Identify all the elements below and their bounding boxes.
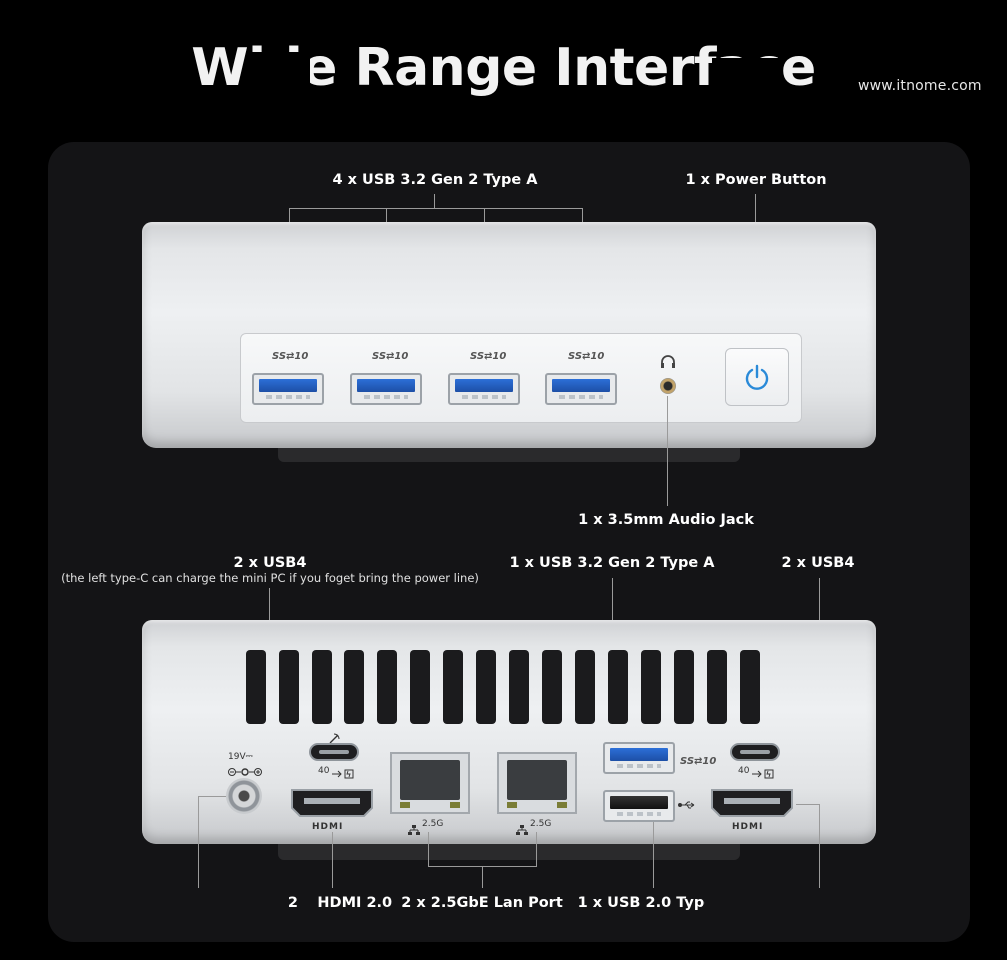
usb-icon bbox=[678, 795, 696, 809]
power-button[interactable] bbox=[725, 348, 789, 406]
usb4-speed-caption: 40 bbox=[318, 766, 330, 776]
callout-line bbox=[653, 822, 654, 888]
callout-line bbox=[536, 832, 537, 866]
callout-line bbox=[667, 396, 668, 506]
callout-line bbox=[482, 866, 483, 888]
callout-line bbox=[434, 194, 435, 208]
label-lan: 2 x 2.5GbE Lan Port bbox=[401, 895, 563, 911]
rear-usb4-port-right[interactable] bbox=[730, 743, 780, 761]
rear-hdmi-port-right[interactable] bbox=[710, 788, 794, 818]
site-url: www.itnome.com bbox=[858, 78, 982, 94]
power-icon bbox=[745, 364, 769, 390]
label-crop bbox=[705, 890, 753, 916]
label-usb4-left-note: (the left type-C can charge the mini PC … bbox=[61, 571, 479, 585]
label-crop bbox=[298, 890, 314, 916]
callout-line bbox=[198, 796, 199, 888]
charging-icon bbox=[327, 731, 341, 745]
hdmi-caption: HDMI bbox=[732, 822, 764, 832]
label-audio-jack: 1 x 3.5mm Audio Jack bbox=[578, 512, 754, 528]
headline-crop-left bbox=[248, 52, 310, 100]
usb-ss-icon: SS⇄10 bbox=[272, 351, 309, 362]
dc-power-jack[interactable] bbox=[226, 778, 262, 814]
thunderbolt-usb-icon bbox=[751, 765, 775, 779]
front-usb-a-port-1[interactable] bbox=[252, 373, 324, 405]
label-rear-usb-a: 1 x USB 3.2 Gen 2 Type A bbox=[509, 555, 715, 571]
rear-usb2-port[interactable] bbox=[603, 790, 675, 822]
usb4-speed-caption: 40 bbox=[738, 766, 750, 776]
page-headline: Wide Range Interface bbox=[191, 38, 816, 98]
vent-grille bbox=[246, 650, 776, 724]
rear-usb4-port-left[interactable] bbox=[309, 743, 359, 761]
usb-ss-icon: SS⇄10 bbox=[568, 351, 605, 362]
label-front-usb-a: 4 x USB 3.2 Gen 2 Type A bbox=[332, 172, 538, 188]
callout-line bbox=[819, 804, 820, 888]
polarity-icon bbox=[228, 762, 262, 776]
label-usb2: 1 x USB 2.0 Type A bbox=[577, 895, 731, 911]
lan-speed-caption: 2.5G bbox=[530, 819, 552, 829]
front-port-plate bbox=[240, 333, 802, 423]
thunderbolt-usb-icon bbox=[331, 765, 355, 779]
rear-usb3-port[interactable] bbox=[603, 742, 675, 774]
callout-line bbox=[289, 208, 583, 209]
front-usb-a-port-3[interactable] bbox=[448, 373, 520, 405]
headphone-icon bbox=[659, 354, 677, 370]
callout-line bbox=[428, 832, 429, 866]
dc-in-caption: 19V⎓ bbox=[228, 752, 253, 762]
rear-hdmi-port-left[interactable] bbox=[290, 788, 374, 818]
label-power-button: 1 x Power Button bbox=[685, 172, 827, 188]
rear-lan-port-1[interactable] bbox=[390, 752, 470, 814]
device-foot bbox=[278, 840, 740, 860]
front-usb-a-port-2[interactable] bbox=[350, 373, 422, 405]
label-usb4-left: 2 x USB4 bbox=[233, 555, 307, 571]
headline-crop-right bbox=[712, 58, 782, 98]
network-icon bbox=[516, 820, 528, 835]
network-icon bbox=[408, 820, 420, 835]
usb-ss-icon: SS⇄10 bbox=[470, 351, 507, 362]
label-usb4-right: 2 x USB4 bbox=[781, 555, 855, 571]
usb-ss-icon: SS⇄10 bbox=[372, 351, 409, 362]
audio-jack-port[interactable] bbox=[660, 378, 676, 394]
lan-speed-caption: 2.5G bbox=[422, 819, 444, 829]
usb-ss-icon: SS⇄10 bbox=[680, 756, 717, 767]
hdmi-caption: HDMI bbox=[312, 822, 344, 832]
rear-lan-port-2[interactable] bbox=[497, 752, 577, 814]
callout-line bbox=[796, 804, 820, 805]
callout-line bbox=[198, 796, 226, 797]
callout-line bbox=[332, 832, 333, 888]
front-usb-a-port-4[interactable] bbox=[545, 373, 617, 405]
